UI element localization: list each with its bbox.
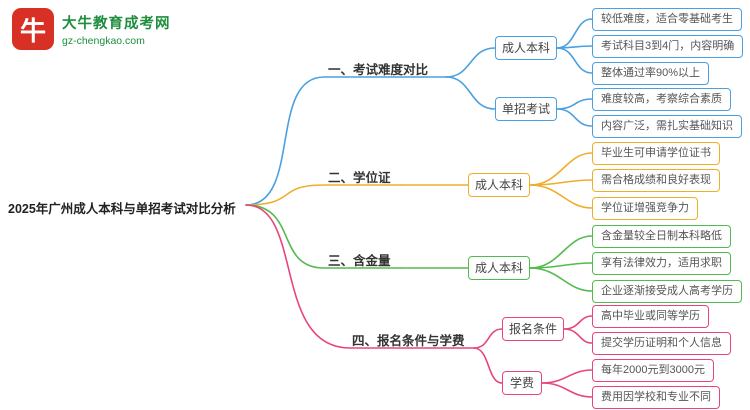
branch-curve [445, 47, 496, 78]
leaf-node: 学位证增强竞争力 [592, 197, 698, 220]
branch-curve [473, 328, 503, 349]
leaf-node: 含金量较全日制本科略低 [592, 225, 731, 248]
branch2-curves [245, 152, 593, 209]
branch-curve [473, 347, 503, 384]
branch-curve [245, 76, 447, 206]
branch-curve [245, 204, 475, 349]
branch-curve [541, 382, 593, 398]
branch1-curves [245, 18, 593, 206]
leaf-node: 毕业生可申请学位证书 [592, 142, 720, 165]
mid-node-adult-undergrad-value: 成人本科 [468, 256, 530, 280]
leaf-node: 考试科目3到4门，内容明确 [592, 35, 744, 58]
branch3-curves [245, 204, 593, 292]
branch4-curves [245, 204, 593, 398]
leaf-node: 享有法律效力，适用求职 [592, 252, 731, 275]
branch-label-degree-cert: 二、学位证 [328, 171, 391, 185]
leaf-node: 费用因学校和专业不同 [592, 386, 720, 409]
leaf-node: 整体通过率90%以上 [592, 62, 710, 85]
branch-curve [245, 184, 403, 206]
mid-node-registration-conditions: 报名条件 [502, 317, 564, 341]
branch-curve [541, 369, 593, 384]
mid-node-adult-undergrad-difficulty: 成人本科 [495, 36, 557, 60]
site-logo: 牛 大牛教育成考网 gz-chengkao.com [12, 8, 171, 50]
branch-label-exam-difficulty: 一、考试难度对比 [328, 63, 429, 77]
branch-curve [445, 76, 496, 110]
branch-curve [529, 184, 593, 209]
leaf-node: 较低难度，适合零基础考生 [592, 8, 742, 31]
mid-node-single-recruit-exam: 单招考试 [495, 97, 557, 121]
leaf-node: 企业逐渐接受成人高考学历 [592, 280, 742, 303]
branch-curve [556, 108, 593, 127]
leaf-node: 内容广泛，需扎实基础知识 [592, 115, 742, 138]
mid-node-adult-undergrad-degree: 成人本科 [468, 173, 530, 197]
branch-curve [563, 328, 593, 344]
logo-text-block: 大牛教育成考网 gz-chengkao.com [62, 12, 171, 47]
bull-glyph: 牛 [19, 15, 46, 46]
branch-curve [556, 98, 593, 110]
branch-label-value: 三、含金量 [328, 254, 391, 268]
leaf-node: 高中毕业或同等学历 [592, 305, 709, 328]
logo-title: 大牛教育成考网 [62, 15, 171, 32]
mid-node-tuition: 学费 [502, 371, 542, 395]
branch-curve [245, 204, 403, 269]
branch-curve [556, 47, 593, 74]
leaf-node: 提交学历证明和个人信息 [592, 332, 731, 355]
branch-curve [529, 179, 593, 186]
branch-curve [563, 315, 593, 330]
logo-domain: gz-chengkao.com [62, 34, 145, 47]
leaf-node: 难度较高，考察综合素质 [592, 88, 731, 111]
bull-logo-icon: 牛 [12, 8, 54, 50]
branch-label-requirements-tuition: 四、报名条件与学费 [352, 334, 465, 348]
branch-curve [556, 18, 593, 49]
leaf-node: 需合格成绩和良好表现 [592, 169, 720, 192]
leaf-node: 每年2000元到3000元 [592, 359, 714, 382]
branch-curve [529, 267, 593, 292]
branch-curve [529, 262, 593, 269]
root-topic: 2025年广州成人本科与单招考试对比分析 [8, 202, 236, 216]
